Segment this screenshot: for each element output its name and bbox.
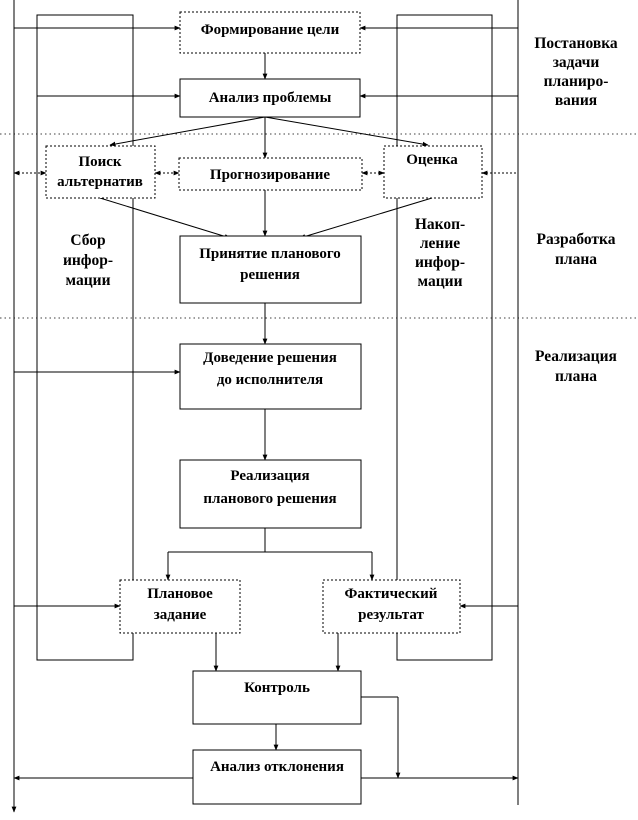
collect-info-column bbox=[36, 14, 134, 661]
node-goal-label: Формирование цели bbox=[201, 22, 340, 38]
node-deviation-box bbox=[192, 749, 362, 805]
node-implement-box bbox=[179, 459, 362, 529]
node-decision-box bbox=[179, 235, 362, 304]
node-alternatives-box bbox=[45, 145, 156, 199]
node-evaluation-box bbox=[383, 145, 483, 199]
node-planned-box bbox=[119, 579, 241, 634]
node-forecast-label: Прогнозирование bbox=[210, 167, 330, 183]
node-problem-box bbox=[179, 78, 361, 118]
accumulate-info-column bbox=[396, 14, 493, 661]
connectors bbox=[13, 25, 519, 781]
node-deviation-label: Анализ отклонения bbox=[210, 759, 344, 775]
node-evaluation-label: Оценка bbox=[406, 152, 458, 168]
node-actual-box bbox=[322, 579, 461, 634]
node-control-label: Контроль bbox=[244, 680, 310, 696]
node-forecast-box bbox=[178, 157, 363, 191]
node-control-box bbox=[192, 670, 362, 725]
node-goal-box bbox=[179, 11, 361, 54]
node-problem-label: Анализ проблемы bbox=[209, 90, 332, 106]
node-communicate-box bbox=[179, 343, 362, 410]
